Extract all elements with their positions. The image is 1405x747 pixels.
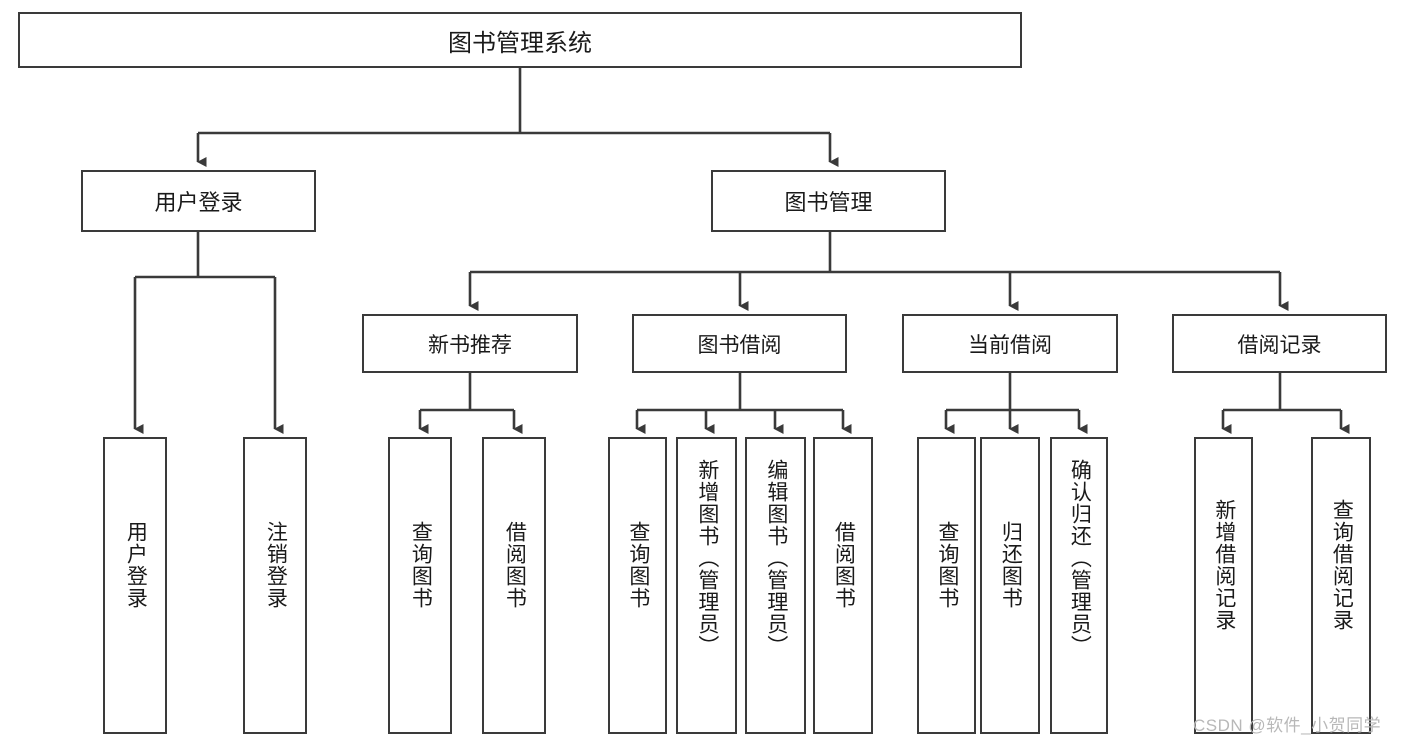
leaf-label: 查询图书 [935, 521, 959, 609]
leaf-label: 确认归还（管理员） [1068, 459, 1092, 657]
node-label: 借阅记录 [1237, 333, 1322, 357]
leaf-borrow-book-recommend[interactable]: 借阅图书 [482, 437, 546, 734]
leaf-label: 查询图书 [409, 521, 433, 609]
node-user-login[interactable]: 用户登录 [81, 170, 316, 232]
leaf-label: 查询借阅记录 [1330, 499, 1354, 631]
leaf-label: 新增借阅记录 [1212, 499, 1236, 631]
watermark: CSDN @软件_小贺同学 [1193, 716, 1382, 735]
node-book-borrow[interactable]: 图书借阅 [632, 314, 847, 373]
node-label: 图书借阅 [697, 333, 782, 357]
leaf-label: 新增图书（管理员） [695, 459, 719, 657]
leaf-user-login[interactable]: 用户登录 [103, 437, 167, 734]
leaf-label: 编辑图书（管理员） [764, 459, 788, 657]
leaf-query-book-recommend[interactable]: 查询图书 [388, 437, 452, 734]
leaf-add-borrow-record[interactable]: 新增借阅记录 [1194, 437, 1253, 734]
leaf-borrow-book[interactable]: 借阅图书 [813, 437, 873, 734]
node-label: 图书管理系统 [448, 29, 592, 57]
node-book-management[interactable]: 图书管理 [711, 170, 946, 232]
node-root[interactable]: 图书管理系统 [18, 12, 1022, 68]
leaf-query-borrow-record[interactable]: 查询借阅记录 [1311, 437, 1371, 734]
leaf-query-book-current[interactable]: 查询图书 [917, 437, 976, 734]
leaf-return-book[interactable]: 归还图书 [980, 437, 1040, 734]
leaf-label: 借阅图书 [832, 521, 856, 609]
leaf-edit-book-admin[interactable]: 编辑图书（管理员） [745, 437, 806, 734]
node-label: 当前借阅 [968, 333, 1052, 357]
leaf-label: 借阅图书 [503, 521, 527, 609]
leaf-confirm-return-admin[interactable]: 确认归还（管理员） [1050, 437, 1108, 734]
node-label: 用户登录 [154, 190, 243, 215]
leaf-add-book-admin[interactable]: 新增图书（管理员） [676, 437, 737, 734]
node-current-borrow[interactable]: 当前借阅 [902, 314, 1118, 373]
leaf-label: 查询图书 [626, 521, 650, 609]
leaf-query-book-borrow[interactable]: 查询图书 [608, 437, 667, 734]
leaf-label: 注销登录 [264, 521, 288, 609]
leaf-logout[interactable]: 注销登录 [243, 437, 307, 734]
node-label: 新书推荐 [428, 333, 512, 357]
leaf-label: 用户登录 [124, 521, 148, 609]
node-label: 图书管理 [784, 190, 873, 215]
leaf-label: 归还图书 [999, 521, 1023, 609]
node-borrow-record[interactable]: 借阅记录 [1172, 314, 1387, 373]
node-new-book-recommend[interactable]: 新书推荐 [362, 314, 578, 373]
